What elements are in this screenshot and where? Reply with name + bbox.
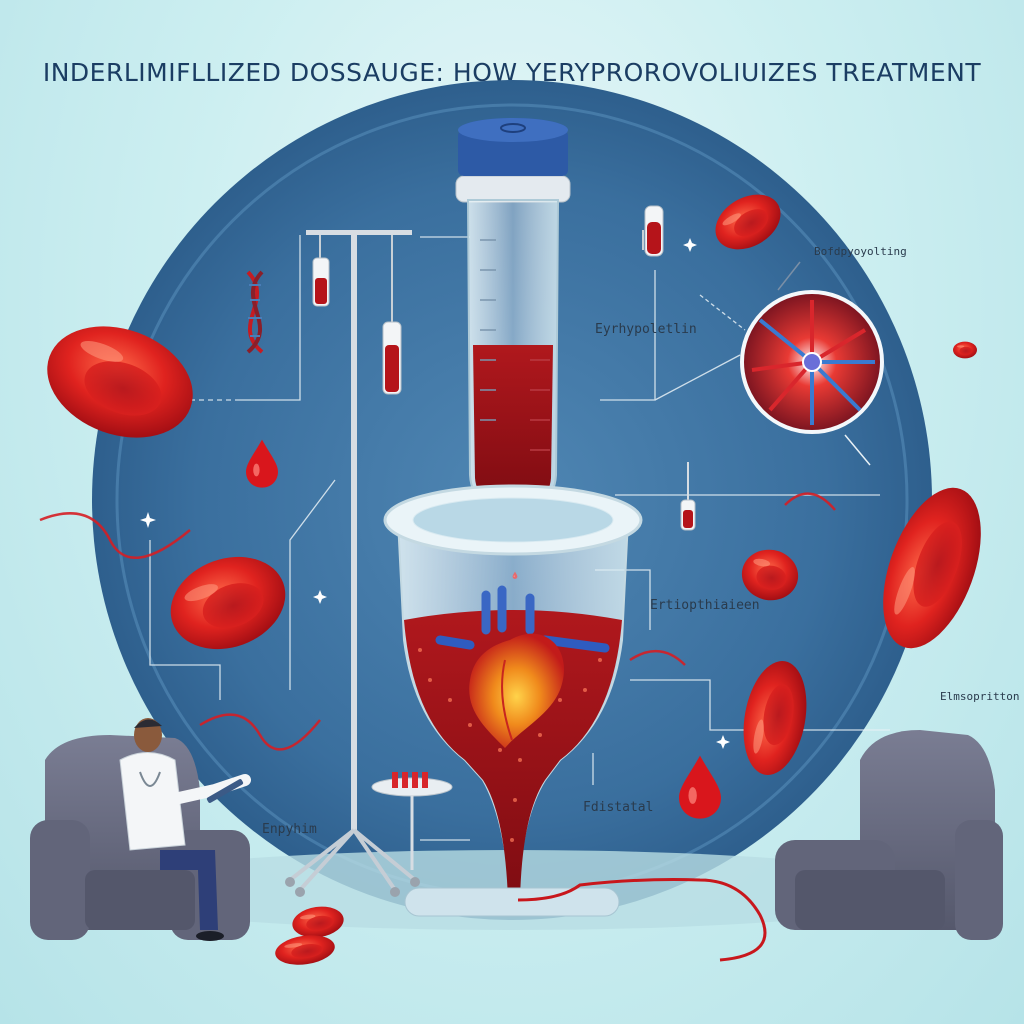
iv-stand-icon bbox=[285, 230, 420, 897]
heart-icon bbox=[435, 585, 610, 748]
label-middle-right: Ertiopthiaieen bbox=[650, 598, 760, 613]
label-right-edge: Elmsopritton bbox=[940, 690, 1020, 703]
label-lower-left: Enpyhim bbox=[262, 822, 317, 837]
syringe-icon bbox=[455, 118, 571, 548]
armchair-icon bbox=[775, 730, 1003, 940]
label-upper-center: Eyrhypoletlin bbox=[595, 322, 697, 337]
doctor-figure-icon bbox=[119, 718, 251, 941]
label-top-right: Bofdpyoyolting bbox=[814, 245, 907, 258]
cell-closeup-icon bbox=[740, 261, 884, 466]
test-tube-icon bbox=[371, 205, 696, 870]
dna-helix-icon bbox=[246, 270, 264, 354]
armchair-icon bbox=[30, 735, 250, 940]
label-lower-center: Fdistatal bbox=[583, 800, 654, 815]
